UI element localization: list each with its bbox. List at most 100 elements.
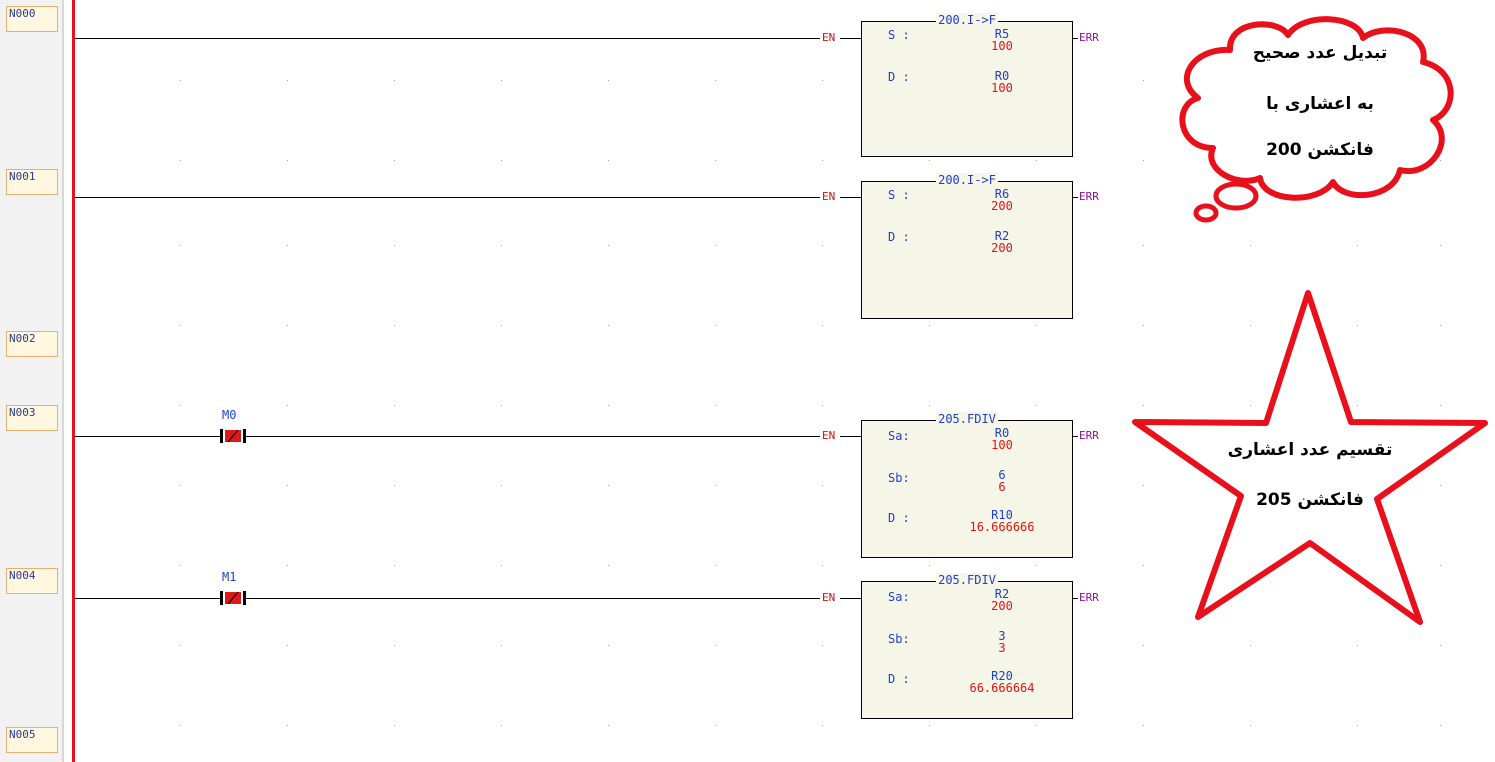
grid-dot (822, 725, 823, 726)
function-block[interactable]: 200.I->F S : R5 100 D : R0 100 (861, 13, 1073, 157)
star-text-line: فانکشن 205 (1256, 490, 1364, 510)
pin-name: D : (888, 672, 910, 686)
grid-dot (1143, 160, 1144, 161)
rung-wire (75, 197, 820, 198)
operand: R2 (994, 587, 1010, 601)
grid-dot (1357, 645, 1358, 646)
grid-dot (608, 325, 609, 326)
pin-stub (1072, 436, 1078, 437)
grid-dot (501, 325, 502, 326)
monitor-value: 100 (991, 81, 1013, 95)
rung-wire (75, 436, 220, 437)
grid-dot (1440, 645, 1441, 646)
grid-dot (929, 325, 930, 326)
monitor-value: 100 (991, 438, 1013, 452)
thought-cloud-annotation (1179, 16, 1454, 223)
monitor-value: 6 (998, 480, 1006, 494)
err-pin-label: ERR (1079, 31, 1099, 44)
grid-dot (180, 245, 181, 246)
grid-dot (394, 725, 395, 726)
pin-name: S : (888, 28, 910, 42)
grid-dot (501, 245, 502, 246)
contact-label: M1 (222, 570, 237, 584)
rung-wire (75, 38, 820, 39)
rung-number[interactable]: N003 (6, 405, 58, 431)
grid-dot (822, 245, 823, 246)
grid-dot (715, 405, 716, 406)
grid-dot (929, 405, 930, 406)
grid-dot (501, 405, 502, 406)
pin-stub (1072, 38, 1078, 39)
grid-dot (180, 725, 181, 726)
normally-closed-contact[interactable] (220, 591, 246, 605)
grid-dot (287, 565, 288, 566)
grid-dot (1357, 725, 1358, 726)
function-block-title: 200.I->F (936, 173, 998, 187)
pin-name: D : (888, 230, 910, 244)
grid-dot (1250, 405, 1251, 406)
grid-dot (287, 725, 288, 726)
cloud-text-line: تبدیل عدد صحیح (1252, 43, 1388, 63)
grid-dot (1143, 80, 1144, 81)
left-power-rail (72, 0, 75, 762)
rung-wire (75, 598, 220, 599)
operand: 6 (998, 468, 1006, 482)
grid-dot (715, 80, 716, 81)
star-annotation (1132, 290, 1488, 625)
grid-dot (822, 565, 823, 566)
grid-dot (1250, 725, 1251, 726)
grid-dot (501, 565, 502, 566)
normally-closed-contact[interactable] (220, 429, 246, 443)
grid-dot (1250, 645, 1251, 646)
grid-dot (1440, 325, 1441, 326)
grid-dot (1036, 325, 1037, 326)
rung-number[interactable]: N001 (6, 169, 58, 195)
function-block-title: 200.I->F (936, 13, 998, 27)
pin-name: S : (888, 188, 910, 202)
rung-number[interactable]: N002 (6, 331, 58, 357)
grid-dot (1143, 645, 1144, 646)
grid-dot (822, 80, 823, 81)
grid-dot (180, 405, 181, 406)
en-pin-label: EN (822, 31, 836, 44)
grid-dot (1143, 245, 1144, 246)
grid-dot (287, 325, 288, 326)
grid-dot (394, 160, 395, 161)
grid-dot (715, 160, 716, 161)
function-block-title: 205.FDIV (936, 412, 998, 426)
grid-dot (287, 645, 288, 646)
grid-dot (394, 245, 395, 246)
grid-dot (1440, 245, 1441, 246)
grid-dot (608, 160, 609, 161)
rung-number[interactable]: N005 (6, 727, 58, 753)
function-block[interactable]: 200.I->F S : R6 200 D : R2 200 (861, 173, 1073, 319)
en-pin-label: EN (822, 429, 836, 442)
rung-number[interactable]: N000 (6, 6, 58, 32)
monitor-value: 16.666666 (969, 520, 1035, 534)
operand: R0 (994, 69, 1010, 83)
grid-dot (1036, 160, 1037, 161)
pin-stub (1072, 197, 1078, 198)
grid-dot (1143, 565, 1144, 566)
monitor-value: 200 (991, 241, 1013, 255)
contact-label: M0 (222, 408, 237, 422)
grid-dot (394, 645, 395, 646)
err-pin-label: ERR (1079, 591, 1099, 604)
en-pin-label: EN (822, 190, 836, 203)
pin-stub (840, 436, 861, 437)
rung-number[interactable]: N004 (6, 568, 58, 594)
function-block[interactable]: 205.FDIV Sa: R0 100 Sb: 6 6 D : R10 16.6… (861, 412, 1073, 558)
function-block[interactable]: 205.FDIV Sa: R2 200 Sb: 3 3 D : R20 66.6… (861, 573, 1073, 719)
grid-dot (608, 80, 609, 81)
grid-dot (929, 725, 930, 726)
grid-dot (608, 565, 609, 566)
grid-dot (1440, 405, 1441, 406)
rung-wire (246, 598, 820, 599)
operand: R10 (991, 508, 1013, 522)
grid-dot (1143, 405, 1144, 406)
pin-stub (840, 197, 861, 198)
grid-dot (180, 565, 181, 566)
grid-dot (287, 80, 288, 81)
pin-stub (840, 38, 861, 39)
grid-dot (287, 160, 288, 161)
